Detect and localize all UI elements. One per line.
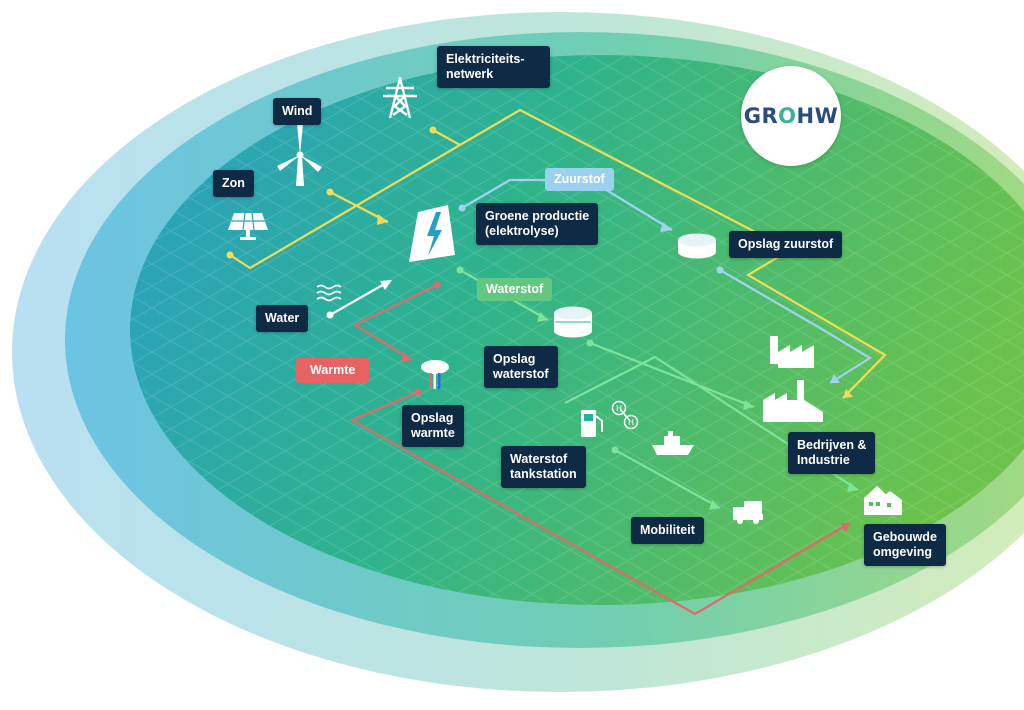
pylon-icon xyxy=(383,76,417,119)
svg-text:H: H xyxy=(616,404,622,413)
logo-part-1: GR xyxy=(743,104,779,128)
label-bedrijven-industrie: Bedrijven & Industrie xyxy=(788,432,876,474)
ship-icon xyxy=(652,431,694,455)
oxygen-tank-icon xyxy=(678,233,716,259)
truck-icon xyxy=(733,501,763,524)
label-zon: Zon xyxy=(213,170,254,197)
label-mobiliteit: Mobiliteit xyxy=(631,517,704,544)
tag-zuurstof: Zuurstof xyxy=(545,168,614,191)
label-opslag-warmte: Opslag warmte xyxy=(402,405,464,447)
label-waterstof-tankstation: Waterstof tankstation xyxy=(501,446,586,488)
label-groene-productie: Groene productie (elektrolyse) xyxy=(476,203,599,245)
logo-part-3: HW xyxy=(796,104,839,128)
label-wind: Wind xyxy=(273,98,322,125)
electrolyser-icon xyxy=(409,205,455,262)
tag-warmte: Warmte xyxy=(296,358,370,383)
label-opslag-zuurstof: Opslag zuurstof xyxy=(729,231,843,258)
industry-icon xyxy=(763,380,823,422)
heat-lines xyxy=(349,284,851,616)
solar-panel-icon xyxy=(228,212,268,240)
label-water: Water xyxy=(256,305,309,332)
hydrogen-molecule-icon: H H xyxy=(611,400,639,430)
tag-waterstof: Waterstof xyxy=(477,278,553,301)
grohw-logo: GROHW xyxy=(741,66,841,166)
hydrogen-tank-icon xyxy=(554,306,592,338)
label-gebouwde-omgeving: Gebouwde omgeving xyxy=(864,524,946,566)
svg-text:H: H xyxy=(628,418,634,427)
wind-turbine-icon xyxy=(277,124,322,186)
factory-icon xyxy=(770,336,814,368)
label-elektriciteitsnetwerk: Elektriciteits- netwerk xyxy=(437,46,550,88)
logo-part-2: O xyxy=(778,104,797,128)
water-waves-icon xyxy=(316,284,342,302)
houses-icon xyxy=(864,486,902,515)
fuel-pump-icon xyxy=(581,410,603,437)
heat-storage-icon xyxy=(421,360,449,389)
label-opslag-waterstof: Opslag waterstof xyxy=(484,346,558,388)
